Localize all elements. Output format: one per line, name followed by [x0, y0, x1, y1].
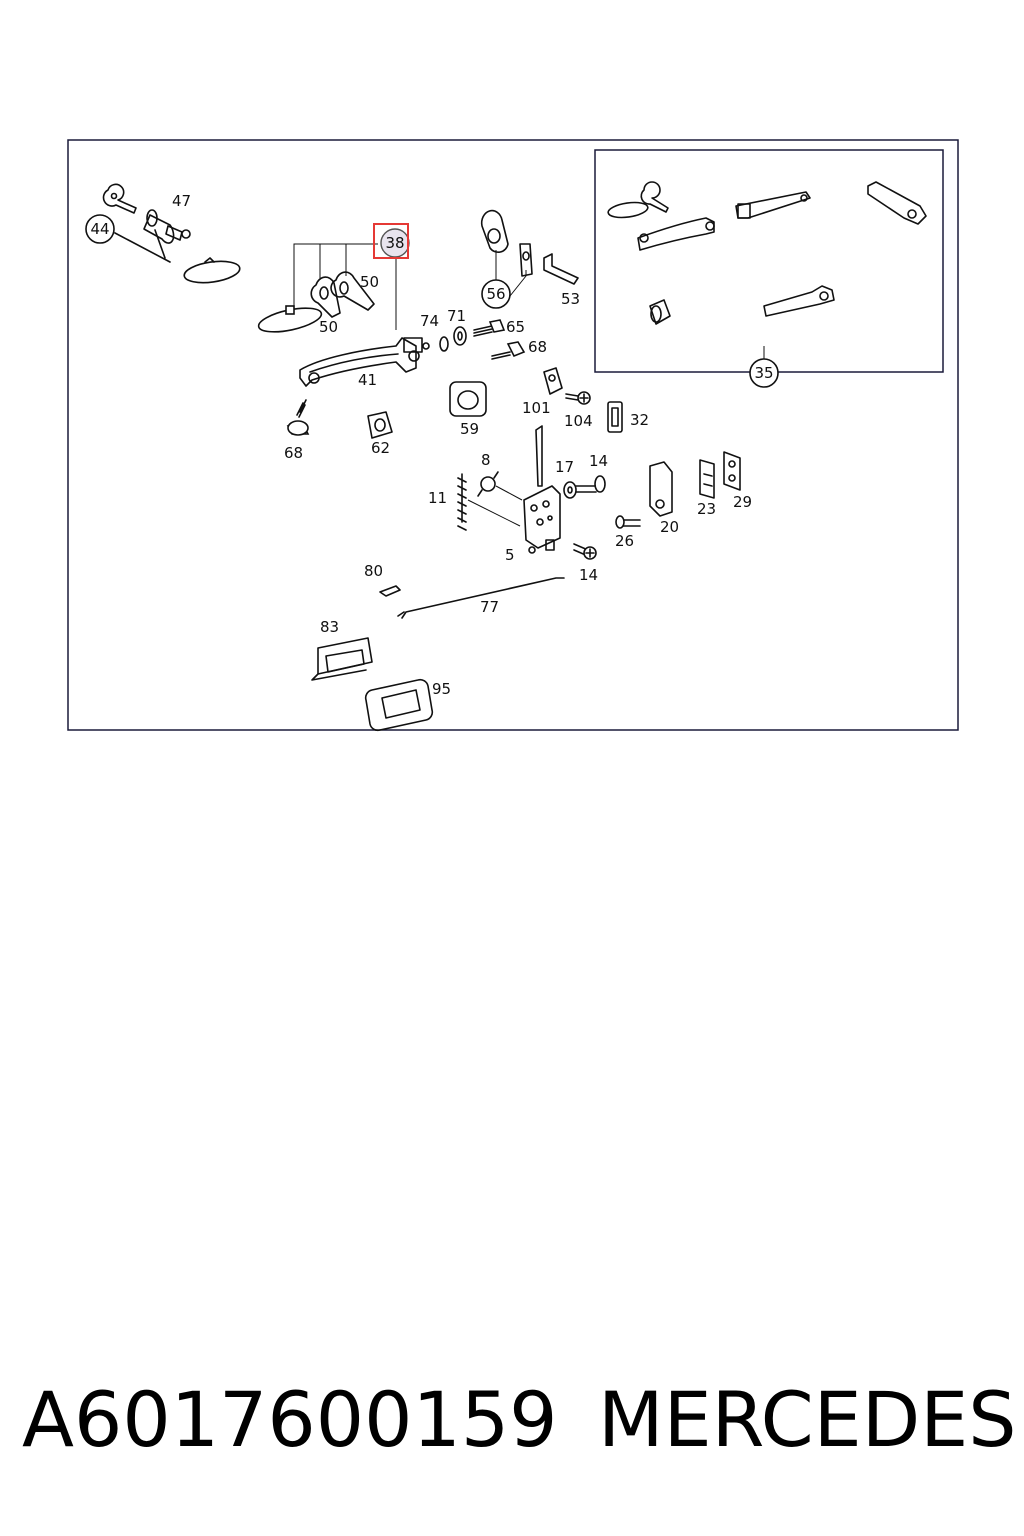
- lever-50-b-icon: [330, 271, 375, 311]
- gasket-53-icon: [543, 253, 579, 285]
- label-53: 53: [561, 290, 580, 308]
- part-number: A6017600159: [22, 1375, 558, 1464]
- inset-handle-mid-icon: [735, 191, 811, 219]
- label-41: 41: [358, 371, 377, 389]
- label-23: 23: [697, 500, 716, 518]
- inset-handle-right-icon: [867, 181, 927, 225]
- retaining-ring-icon: [183, 257, 241, 284]
- label-50-a: 50: [360, 273, 379, 291]
- callout-35[interactable]: 35: [749, 358, 779, 388]
- label-17: 17: [555, 458, 574, 476]
- label-68-right: 68: [528, 338, 547, 356]
- key-icon: [102, 183, 137, 214]
- screw-104-icon: [565, 391, 591, 405]
- label-8: 8: [481, 451, 491, 469]
- seal-56-lower-icon: [519, 243, 533, 277]
- label-80: 80: [364, 562, 383, 580]
- outer-door-handle-icon: [299, 337, 430, 387]
- label-101: 101: [522, 399, 551, 417]
- svg-text:38: 38: [385, 234, 404, 252]
- inset-key-icon: [640, 181, 669, 213]
- label-14-lower: 14: [579, 566, 598, 584]
- label-74: 74: [420, 312, 439, 330]
- screw-26-icon: [615, 515, 641, 529]
- footer-caption: A6017600159 MERCEDES: [0, 1365, 1024, 1475]
- svg-text:56: 56: [486, 285, 505, 303]
- label-32: 32: [630, 411, 649, 429]
- brand-name: MERCEDES: [598, 1375, 1017, 1464]
- callout-44[interactable]: 44: [85, 214, 115, 244]
- rod-77-icon: [397, 577, 565, 619]
- label-83: 83: [320, 618, 339, 636]
- lock-mechanism-icon: [523, 425, 561, 554]
- latch-20-icon: [649, 461, 673, 517]
- label-104: 104: [564, 412, 593, 430]
- trim-95-icon: [364, 678, 434, 732]
- label-62: 62: [371, 439, 390, 457]
- inset-cylinder-icon: [649, 299, 671, 325]
- parts-diagram: 44 38 56 35 47 50 50 74 71 65 68 41 68 6…: [67, 139, 959, 732]
- lock-cylinder-icon: [143, 209, 191, 244]
- washer-74-icon: [439, 336, 449, 352]
- label-14-upper: 14: [589, 452, 608, 470]
- bezel-59-icon: [449, 381, 487, 417]
- inset-handle-left-icon: [637, 217, 715, 251]
- label-5: 5: [505, 546, 515, 564]
- bolt-65-icon: [473, 319, 506, 337]
- label-26: 26: [615, 532, 634, 550]
- inner-handle-83-icon: [311, 637, 373, 681]
- clip-32-icon: [607, 401, 623, 433]
- callout-38[interactable]: 38: [373, 223, 410, 259]
- clip-80-icon: [379, 585, 401, 597]
- label-65: 65: [506, 318, 525, 336]
- callout-56[interactable]: 56: [481, 279, 511, 309]
- label-11: 11: [428, 489, 447, 507]
- label-29: 29: [733, 493, 752, 511]
- label-59: 59: [460, 420, 479, 438]
- label-95: 95: [432, 680, 451, 698]
- spring-8-icon: [477, 471, 499, 497]
- screw-14-lower-icon: [573, 543, 597, 560]
- lever-50-a-icon: [310, 276, 341, 318]
- retaining-clip-icon: [257, 305, 323, 333]
- screw-14-upper-icon: [575, 475, 606, 493]
- screw-68-left-icon: [286, 399, 310, 436]
- label-20: 20: [660, 518, 679, 536]
- label-47: 47: [172, 192, 191, 210]
- inset-inner-handle-icon: [763, 285, 835, 317]
- callout-38-leaders: [293, 243, 397, 330]
- svg-text:35: 35: [754, 364, 773, 382]
- washer-17-icon: [563, 481, 577, 499]
- label-68-left: 68: [284, 444, 303, 462]
- spring-11-icon: [457, 473, 467, 531]
- bracket-23-icon: [699, 459, 715, 499]
- diagram-frame: [67, 139, 959, 731]
- label-50-b: 50: [319, 318, 338, 336]
- bracket-29-icon: [723, 451, 741, 491]
- highlight-box: [373, 223, 409, 259]
- screw-68-right-icon: [491, 341, 526, 360]
- seal-56-upper-icon: [480, 209, 509, 253]
- grommet-62-icon: [367, 411, 393, 439]
- washer-71-icon: [453, 326, 467, 346]
- svg-text:44: 44: [90, 220, 109, 238]
- bracket-101-icon: [543, 367, 563, 395]
- label-71: 71: [447, 307, 466, 325]
- inset-ring-icon: [607, 201, 649, 219]
- label-77: 77: [480, 598, 499, 616]
